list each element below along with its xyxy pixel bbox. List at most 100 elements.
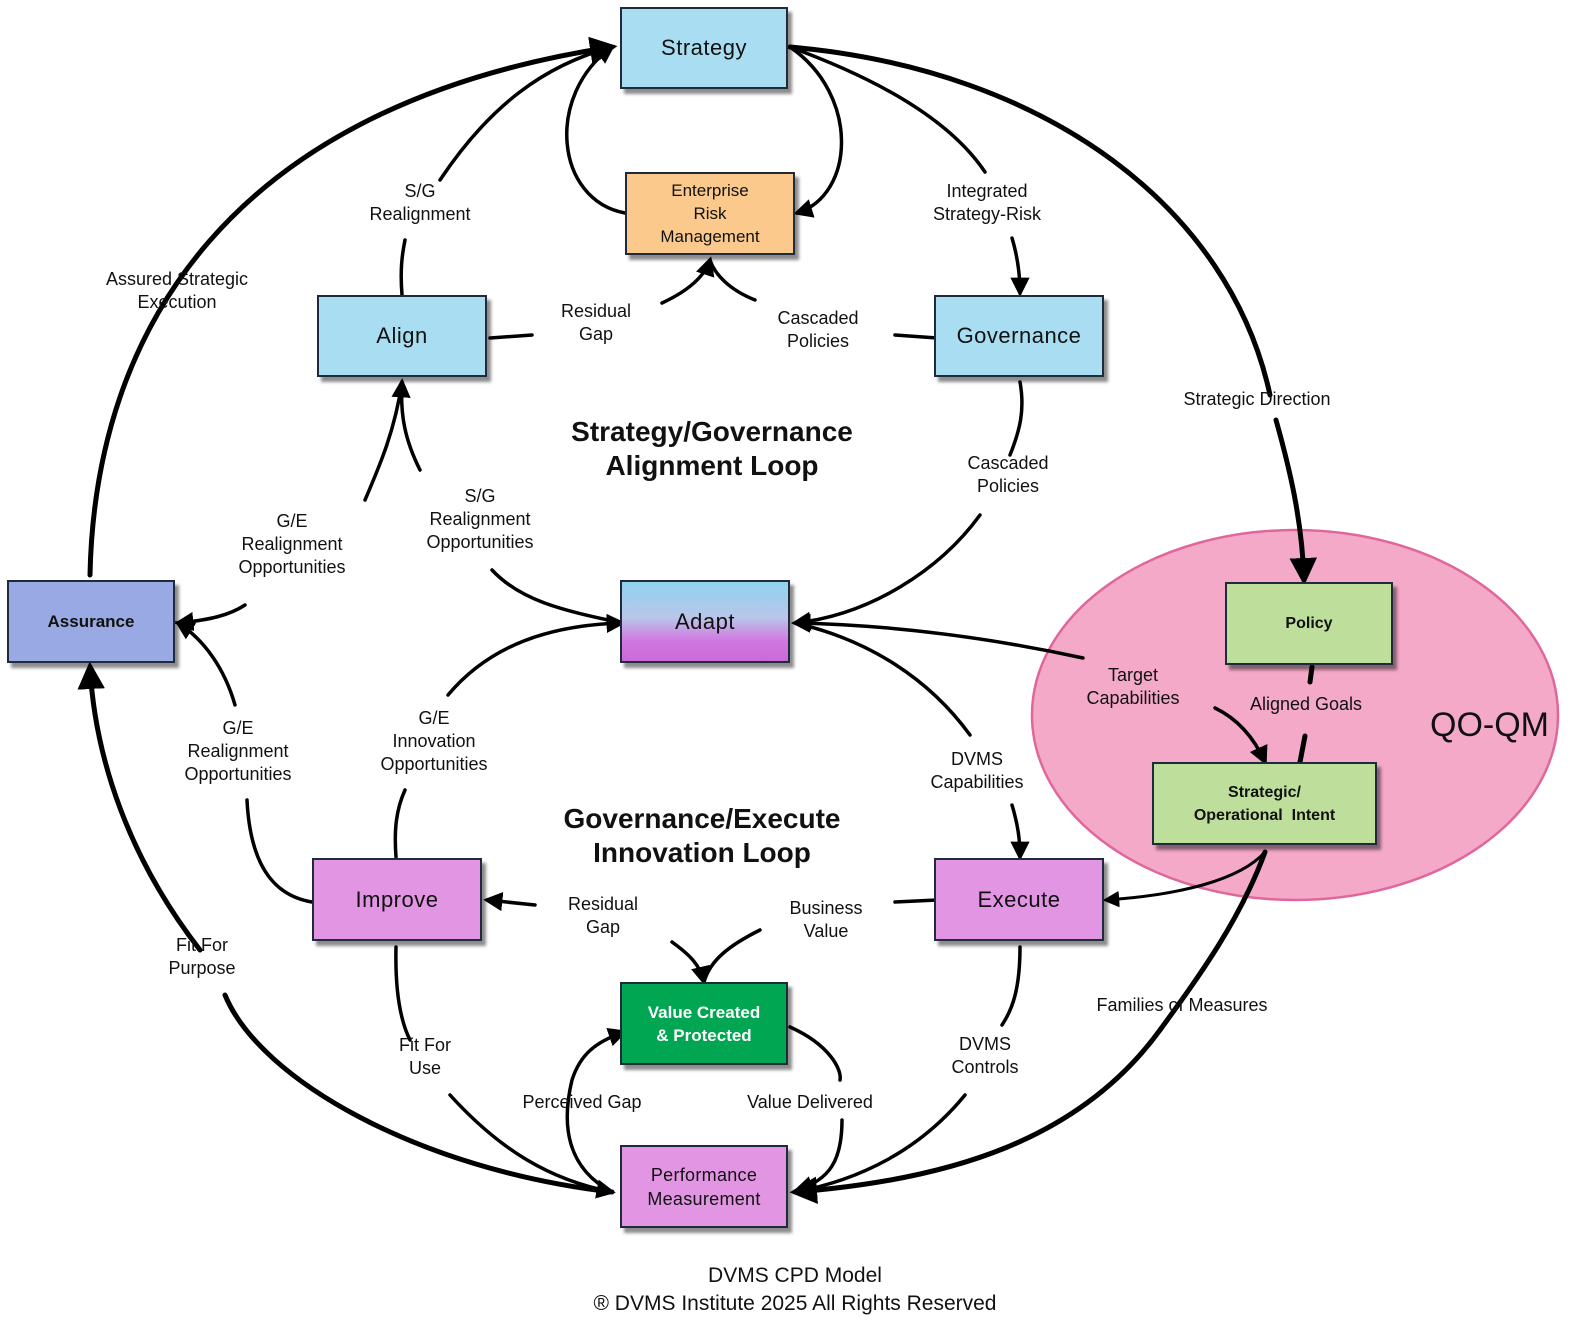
- label-ge-realign-lower-3: Opportunities: [184, 764, 292, 784]
- edge-policy-intent: [1297, 664, 1315, 765]
- edge-align-assurance: [178, 380, 404, 623]
- edge-align-strategy: [399, 47, 612, 297]
- policy-label: Policy: [1285, 614, 1333, 632]
- edge-intent-performance: [789, 849, 1268, 1205]
- label-cascaded-top-1: Cascaded: [777, 308, 859, 328]
- strategy-label: Strategy: [661, 35, 747, 60]
- label-business-value-1: Business: [789, 898, 863, 918]
- performance-line2: Measurement: [647, 1188, 761, 1209]
- edge-improve-assurance: [178, 623, 314, 904]
- label-residual-gap-top-1: Residual: [560, 301, 632, 321]
- edge-target-adapt: [791, 613, 1085, 660]
- policy-node[interactable]: Policy: [1225, 582, 1393, 665]
- label-fit-purpose-1: Fit For: [175, 935, 228, 955]
- sg-loop-title-line1: Strategy/Governance: [571, 416, 853, 447]
- label-cascaded-top-2: Policies: [786, 331, 850, 351]
- edge-governance-erm: [708, 258, 939, 340]
- improve-node[interactable]: Improve: [312, 858, 482, 941]
- ge-loop-title: Governance/Execute Innovation Loop: [563, 802, 840, 870]
- label-assured-2: Execution: [137, 292, 217, 312]
- label-ge-realign-upper-3: Opportunities: [238, 557, 346, 577]
- label-assured-1: Assured Strategic: [105, 269, 249, 289]
- label-residual-gap-bottom-2: Gap: [585, 917, 621, 937]
- label-value-delivered: Value Delivered: [747, 1092, 873, 1112]
- label-residual-gap-top: Residual Gap: [561, 300, 631, 346]
- governance-label: Governance: [956, 323, 1082, 348]
- qo-qm-label: QO-QM: [1430, 706, 1549, 744]
- edge-execute-improve: [487, 900, 939, 905]
- label-target-caps-2: Capabilities: [1086, 688, 1180, 708]
- strategic-intent-node[interactable]: Strategic/ Operational Intent: [1152, 762, 1377, 845]
- label-sg-opps: S/G Realignment Opportunities: [426, 485, 533, 554]
- align-label: Align: [376, 323, 428, 348]
- align-node[interactable]: Align: [317, 295, 487, 377]
- label-sg-realignment: S/G Realignment: [369, 180, 470, 226]
- value-created-node[interactable]: Value Created & Protected: [620, 982, 788, 1065]
- value-line1: Value Created: [647, 1002, 761, 1022]
- strategic-intent-line2: Operational Intent: [1193, 806, 1336, 824]
- footer-title: DVMS CPD Model: [708, 1264, 882, 1287]
- edge-improve-performance: [394, 945, 612, 1192]
- edge-target-intent: [1213, 706, 1268, 766]
- edge-governance-adapt: [795, 380, 1024, 623]
- label-ge-innov: G/E Innovation Opportunities: [380, 707, 487, 776]
- governance-node[interactable]: Governance: [934, 295, 1104, 377]
- label-business-value: Business Value: [789, 897, 862, 943]
- ge-loop-title-line2: Innovation Loop: [593, 837, 811, 868]
- ge-loop-title-line1: Governance/Execute: [563, 803, 841, 834]
- erm-label-line2: Risk: [693, 204, 727, 223]
- erm-label-line1: Enterprise: [671, 181, 749, 200]
- label-ge-realign-lower: G/E Realignment Opportunities: [184, 717, 291, 786]
- sg-loop-title: Strategy/Governance Alignment Loop: [571, 415, 853, 483]
- edge-residual-value: [670, 940, 710, 986]
- edge-performance-assurance: [90, 667, 615, 1195]
- footer: DVMS CPD Model ® DVMS Institute 2025 All…: [594, 1262, 997, 1318]
- erm-node[interactable]: Enterprise Risk Management: [625, 172, 795, 255]
- edge-adapt-execute: [793, 621, 1020, 857]
- edge-execute-performance: [795, 945, 1022, 1192]
- label-business-value-2: Value: [803, 921, 849, 941]
- label-fit-use-2: Use: [408, 1058, 441, 1078]
- performance-line1: Performance: [650, 1164, 758, 1185]
- label-integrated: Integrated Strategy-Risk: [933, 180, 1041, 226]
- strategy-node[interactable]: Strategy: [620, 7, 788, 89]
- performance-node[interactable]: Performance Measurement: [620, 1145, 788, 1228]
- label-assured: Assured Strategic Execution: [106, 268, 248, 314]
- label-residual-gap-top-2: Gap: [578, 324, 614, 344]
- edge-strategy-policy: [787, 44, 1304, 580]
- label-dvms-controls: DVMS Controls: [951, 1033, 1018, 1079]
- edge-improve-adapt: [393, 623, 622, 859]
- label-sg-realignment-2: Realignment: [369, 204, 471, 224]
- label-dvms-caps-2: Capabilities: [930, 772, 1024, 792]
- edge-erm-strategy: [565, 44, 627, 215]
- sg-loop-title-line2: Alignment Loop: [605, 450, 819, 481]
- edge-assurance-strategy: [87, 36, 618, 578]
- label-ge-innov-3: Opportunities: [380, 754, 488, 774]
- label-families: Families of Measures: [1096, 995, 1268, 1015]
- label-residual-gap-bottom: Residual Gap: [568, 893, 638, 939]
- label-cascaded-mid-2: Policies: [976, 476, 1040, 496]
- execute-node[interactable]: Execute: [934, 858, 1104, 941]
- adapt-label: Adapt: [675, 608, 735, 634]
- edge-business-value: [702, 928, 762, 984]
- label-fit-purpose-2: Purpose: [168, 958, 236, 978]
- execute-label: Execute: [977, 886, 1061, 912]
- edge-performance-value: [565, 1032, 624, 1194]
- label-ge-realign-upper-1: G/E: [276, 511, 308, 531]
- strategic-intent-line1: Strategic/: [1228, 783, 1301, 801]
- label-dvms-controls-2: Controls: [951, 1057, 1019, 1077]
- label-aligned-goals: Aligned Goals: [1249, 694, 1363, 714]
- adapt-node[interactable]: Adapt: [620, 580, 790, 663]
- label-target-caps: Target Capabilities: [1086, 664, 1179, 710]
- label-dvms-caps-1: DVMS: [950, 749, 1003, 769]
- label-cascaded-mid: Cascaded Policies: [967, 452, 1048, 498]
- label-fit-purpose: Fit For Purpose: [168, 934, 235, 980]
- label-ge-realign-lower-2: Realignment: [187, 741, 289, 761]
- label-integrated-1: Integrated: [946, 181, 1028, 201]
- label-residual-gap-bottom-1: Residual: [567, 894, 639, 914]
- assurance-label: Assurance: [47, 611, 135, 631]
- label-fit-use-1: Fit For: [399, 1035, 451, 1055]
- label-ge-realign-upper: G/E Realignment Opportunities: [238, 510, 345, 579]
- assurance-node[interactable]: Assurance: [7, 580, 175, 663]
